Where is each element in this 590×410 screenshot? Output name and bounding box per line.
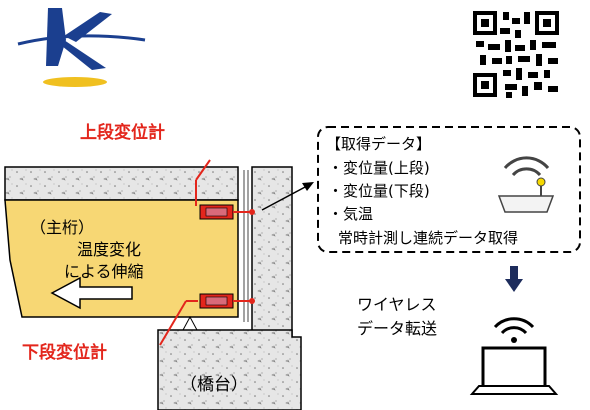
girder-label: （主桁） bbox=[30, 218, 95, 237]
down-arrow-icon bbox=[505, 266, 523, 292]
wireless-label-line2: データ転送 bbox=[357, 319, 438, 338]
abutment-label: （橋台） bbox=[180, 375, 248, 395]
data-box-footer: 常時計測し連続データ取得 bbox=[338, 229, 519, 247]
lower-displacement-sensor bbox=[159, 293, 255, 346]
abutment-body bbox=[157, 329, 302, 410]
abutment-upper bbox=[251, 166, 293, 338]
data-item-temperature: ・気温 bbox=[328, 205, 374, 223]
data-item-upper-displacement: ・変位量(上段) bbox=[328, 159, 430, 177]
lower-sensor-label: 下段変位計 bbox=[22, 343, 107, 363]
upper-sensor-label: 上段変位計 bbox=[80, 123, 165, 143]
expansion-label-line2: による伸縮 bbox=[64, 262, 144, 281]
upper-displacement-sensor bbox=[195, 159, 255, 220]
wireless-router-icon bbox=[497, 156, 555, 213]
company-logo bbox=[17, 8, 146, 87]
data-item-lower-displacement: ・変位量(下段) bbox=[328, 182, 430, 200]
expansion-arrow bbox=[50, 276, 133, 310]
expansion-label-line1: 温度変化 bbox=[77, 240, 142, 259]
deck-slab bbox=[4, 166, 239, 201]
bearing bbox=[182, 315, 198, 331]
laptop-wifi-icon bbox=[469, 317, 559, 395]
qr-code-icon bbox=[470, 8, 562, 100]
data-box bbox=[317, 126, 581, 253]
wireless-label-line1: ワイヤレス bbox=[357, 295, 437, 314]
data-box-title: 【取得データ】 bbox=[326, 135, 432, 153]
